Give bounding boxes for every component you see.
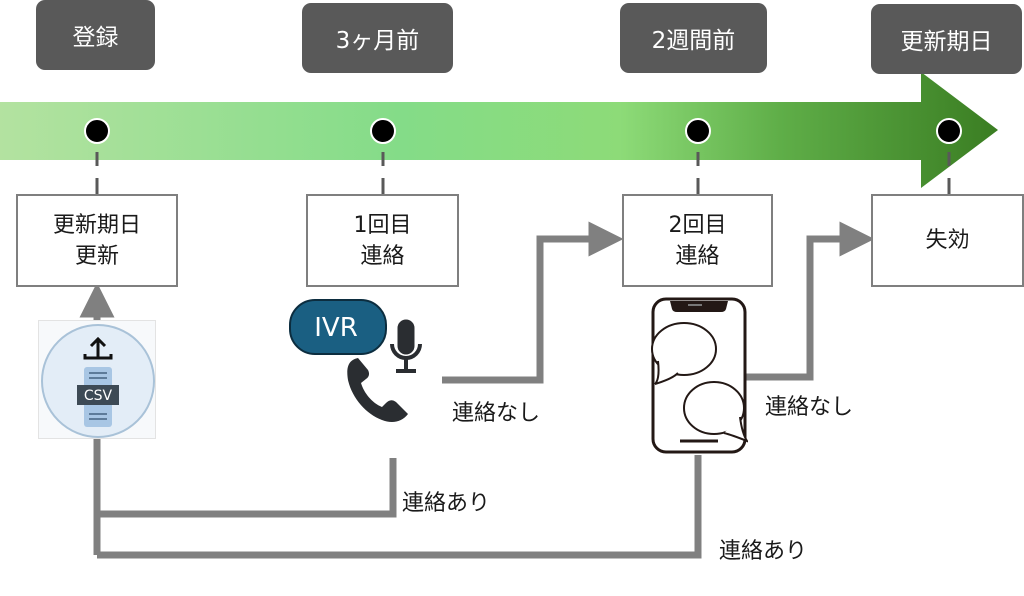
csv-label: CSV bbox=[84, 388, 113, 404]
upload-icon bbox=[83, 336, 113, 360]
sms-no-contact-arrow bbox=[746, 221, 875, 381]
ivr-no-contact-label: 連絡なし bbox=[452, 401, 541, 426]
milestone-dot bbox=[685, 118, 711, 144]
phase-badge-renewal-date: 更新期日 bbox=[871, 4, 1022, 74]
timeline-arrow bbox=[0, 72, 998, 188]
smartphone-chat-icon bbox=[650, 297, 750, 455]
ivr-phone-icon: IVR bbox=[288, 298, 433, 428]
phase-badge-3-months-before: 3ヶ月前 bbox=[302, 3, 453, 73]
phone-handset-icon bbox=[347, 358, 408, 422]
stage-box-second-contact: 2回目 連絡 bbox=[622, 194, 773, 287]
stage-box-renewal: 更新期日 更新 bbox=[16, 194, 178, 287]
phase-badge-2-weeks-before: 2週間前 bbox=[620, 3, 767, 73]
milestone-ticks bbox=[95, 152, 951, 195]
chat-bubble-icon bbox=[651, 322, 750, 444]
csv-upload-icon: CSV bbox=[38, 320, 156, 439]
sms-contact-connector bbox=[97, 455, 702, 559]
stage-line: 更新期日 bbox=[52, 212, 141, 238]
milestone-dot bbox=[84, 118, 110, 144]
sms-contact-label: 連絡あり bbox=[719, 539, 808, 564]
stage-line: 更新 bbox=[74, 243, 119, 269]
stage-line: 連絡 bbox=[360, 243, 405, 269]
stage-box-expired: 失効 bbox=[871, 194, 1024, 287]
ivr-badge bbox=[289, 299, 387, 355]
ivr-label: IVR bbox=[314, 313, 358, 343]
microphone-icon bbox=[390, 319, 422, 373]
ivr-contact-label: 連絡あり bbox=[402, 491, 491, 516]
stage-line: 失効 bbox=[925, 228, 970, 253]
ivr-contact-connector bbox=[97, 458, 397, 518]
stage-line: 連絡 bbox=[675, 243, 720, 269]
ivr-no-contact-arrow bbox=[442, 221, 624, 384]
stage-line: 1回目 bbox=[353, 212, 412, 238]
stage-box-first-contact: 1回目 連絡 bbox=[306, 194, 459, 287]
milestone-dot bbox=[936, 118, 962, 144]
stage-line: 2回目 bbox=[668, 212, 727, 238]
sms-no-contact-label: 連絡なし bbox=[765, 395, 854, 420]
milestone-dot bbox=[370, 118, 396, 144]
phase-badge-registration: 登録 bbox=[36, 0, 155, 70]
